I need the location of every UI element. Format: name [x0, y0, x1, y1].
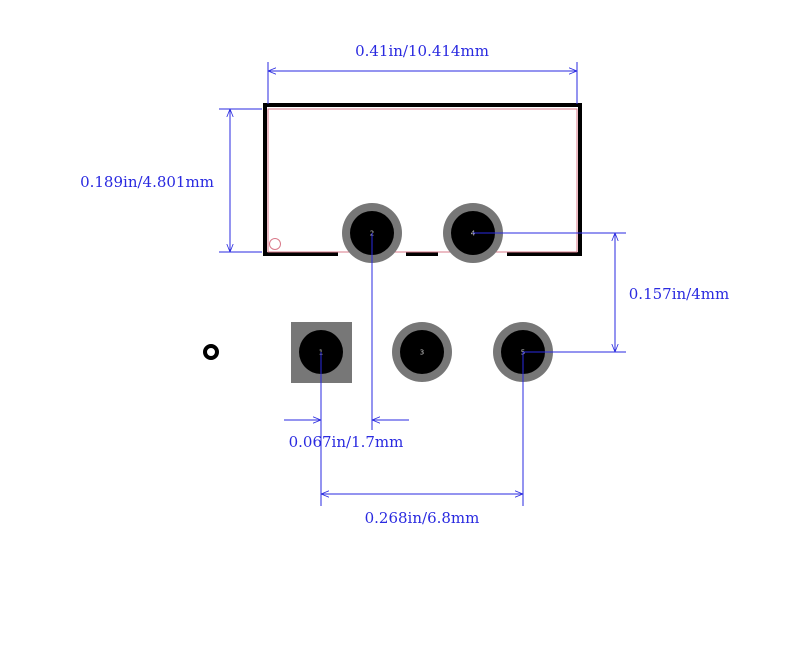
dimension-span-label: 0.268in/6.8mm: [365, 509, 480, 527]
dimension-span: [320, 352, 524, 506]
dimension-pin-pitch: [284, 233, 409, 430]
dimension-width: [267, 62, 578, 104]
courtyard-outline: [267, 108, 578, 253]
dimension-height: [219, 108, 262, 253]
pin1-marker-icon: [269, 238, 281, 250]
body-outline: [263, 103, 582, 256]
dimension-pin-pitch-label: 0.067in/1.7mm: [289, 433, 404, 451]
dimension-width-label: 0.41in/10.414mm: [355, 42, 489, 60]
pad-label: 3: [420, 349, 424, 357]
polarity-dot-icon: [203, 344, 219, 360]
pad-3: 3: [392, 322, 452, 382]
dimension-row-offset: [473, 232, 626, 353]
dimension-row-offset-label: 0.157in/4mm: [629, 285, 729, 303]
dimension-height-label: 0.189in/4.801mm: [80, 173, 214, 191]
